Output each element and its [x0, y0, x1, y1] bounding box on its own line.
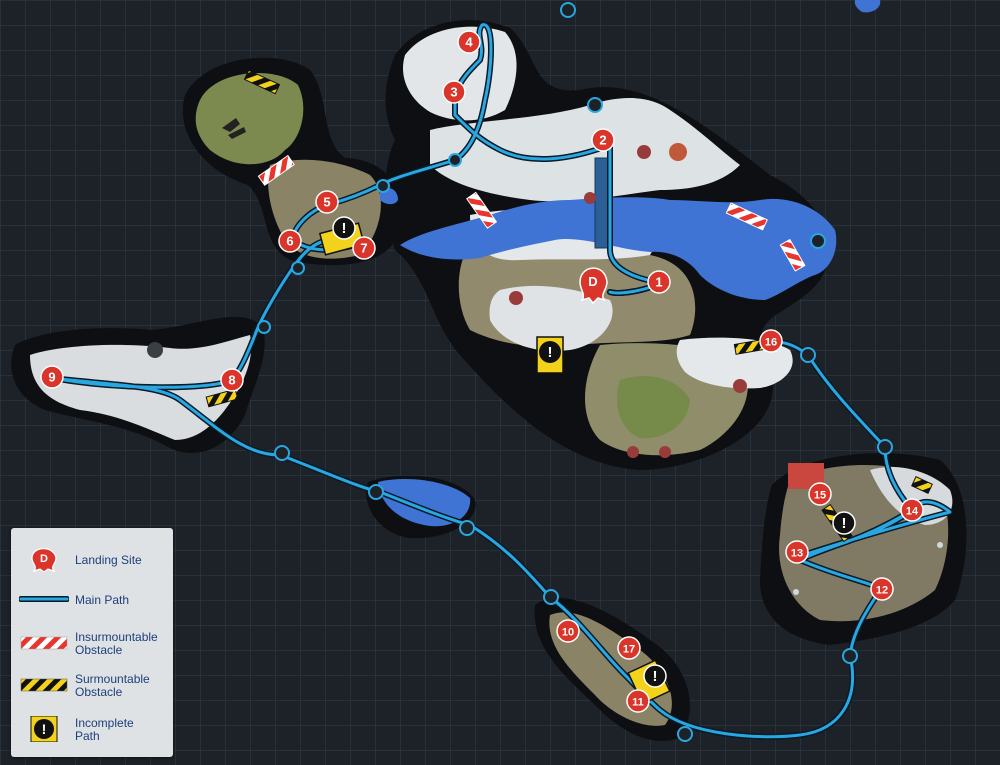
waypoint-marker-6: 6 [278, 229, 302, 253]
insurmountable-obstacle-legend-icon [20, 636, 68, 650]
svg-text:D: D [40, 553, 48, 565]
svg-text:!: ! [342, 220, 347, 237]
waypoint-number: 6 [286, 234, 293, 249]
waypoint-marker-8: 8 [220, 368, 244, 392]
waypoint-marker-7: 7 [352, 236, 376, 260]
svg-text:D: D [588, 274, 597, 289]
waypoint-marker-10: 10 [556, 619, 580, 643]
incomplete-path-marker: ! [536, 336, 564, 374]
waypoint-marker-15: 15 [808, 482, 832, 506]
waypoint-number: 4 [465, 35, 473, 50]
waypoint-number: 11 [632, 697, 644, 709]
waypoint-marker-16: 16 [759, 329, 783, 353]
waypoint-number: 1 [655, 275, 662, 290]
waypoint-marker-4: 4 [457, 30, 481, 54]
waypoint-number: 3 [450, 85, 457, 100]
main-path-legend-icon [19, 596, 69, 602]
waypoint-number: 12 [876, 585, 888, 597]
landing-site-legend-icon: D [31, 548, 57, 572]
waypoint-number: 9 [48, 370, 55, 385]
waypoint-marker-12: 12 [870, 577, 894, 601]
waypoint-number: 10 [562, 627, 574, 639]
legend-label-main-path: Main Path [75, 592, 130, 607]
legend-item-landing-site: D Landing Site [11, 540, 173, 580]
incomplete-path-marker: ! [332, 216, 356, 240]
svg-text:!: ! [548, 344, 553, 361]
incomplete-path-legend-icon: ! [30, 716, 58, 742]
legend-item-main-path: Main Path [11, 580, 173, 620]
waypoint-number: 17 [623, 644, 635, 656]
waypoint-marker-13: 13 [785, 540, 809, 564]
incomplete-path-marker: ! [643, 664, 667, 688]
waypoint-marker-11: 11 [626, 689, 650, 713]
waypoint-marker-5: 5 [315, 190, 339, 214]
waypoint-number: 13 [791, 548, 803, 560]
waypoint-marker-1: 1 [647, 270, 671, 294]
incomplete-path-marker: ! [832, 511, 856, 535]
terrain-details [147, 118, 943, 595]
waypoint-marker-3: 3 [442, 80, 466, 104]
legend-label-landing-site: Landing Site [75, 552, 142, 567]
waypoint-number: 8 [228, 373, 235, 388]
svg-text:!: ! [653, 668, 658, 685]
waypoint-number: 7 [360, 241, 367, 256]
waypoint-marker-9: 9 [40, 365, 64, 389]
waypoint-number: 15 [814, 490, 826, 502]
waypoint-marker-17: 17 [617, 636, 641, 660]
waypoint-number: 5 [323, 195, 330, 210]
waypoint-marker-2: 2 [591, 128, 615, 152]
water [378, 0, 881, 527]
waypoint-number: 2 [599, 133, 606, 148]
svg-text:!: ! [842, 515, 847, 532]
waypoint-number: 14 [906, 506, 919, 518]
landing-site-icon: D [579, 267, 608, 305]
waypoint-marker-14: 14 [900, 498, 924, 522]
path-waypoints [257, 2, 893, 742]
insurmountable-obstacles [257, 154, 806, 272]
waypoint-number: 16 [765, 337, 777, 349]
svg-text:!: ! [42, 721, 47, 737]
surmountable-obstacle-legend-icon [20, 678, 68, 692]
incomplete-path-markers: ! ! ! ! [332, 216, 856, 688]
